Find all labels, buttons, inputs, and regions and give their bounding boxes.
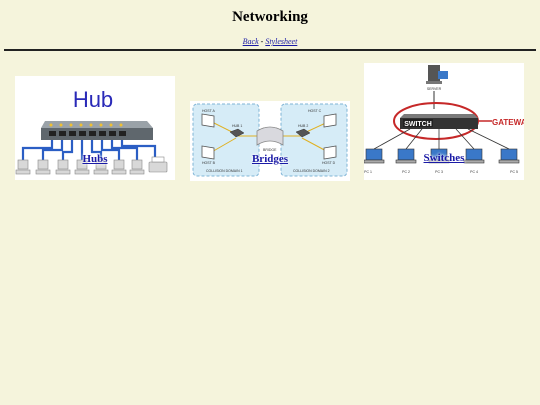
svg-text:COLLISION DOMAIN 1: COLLISION DOMAIN 1 bbox=[206, 169, 243, 173]
hub-device-icon bbox=[41, 121, 153, 140]
server-icon bbox=[426, 65, 448, 84]
hub-cables bbox=[21, 140, 157, 160]
svg-text:GATEWA: GATEWA bbox=[492, 118, 524, 127]
svg-text:PC 2: PC 2 bbox=[402, 170, 410, 174]
svg-text:SWITCH: SWITCH bbox=[404, 121, 432, 128]
svg-text:HUB 2: HUB 2 bbox=[298, 124, 308, 128]
svg-text:HOST C: HOST C bbox=[308, 109, 322, 113]
hub-device-icon bbox=[229, 128, 245, 138]
switch-image: SERVER GATEWA SWITCH PC 1 PC 2 PC 3 PC bbox=[364, 65, 524, 174]
hub-device-icon bbox=[295, 128, 311, 138]
bridges-link[interactable]: Bridges bbox=[251, 153, 289, 165]
computer-icon bbox=[55, 159, 71, 175]
svg-text:PC 5: PC 5 bbox=[510, 170, 518, 174]
horizontal-rule bbox=[4, 49, 536, 51]
svg-text:HUB 1: HUB 1 bbox=[232, 124, 242, 128]
svg-text:PC 4: PC 4 bbox=[470, 170, 478, 174]
computer-icon bbox=[35, 159, 51, 175]
hub-image: Hub bbox=[15, 87, 168, 175]
computer-icon bbox=[129, 159, 145, 175]
svg-text:HOST B: HOST B bbox=[202, 161, 216, 165]
computer-icon bbox=[74, 159, 90, 175]
computer-icon bbox=[463, 148, 485, 164]
computer-icon bbox=[93, 159, 109, 175]
monitor-icon bbox=[323, 145, 337, 160]
hubs-link[interactable]: Hubs bbox=[82, 153, 108, 165]
switch-device-icon: SWITCH bbox=[400, 114, 478, 129]
computer-icon bbox=[395, 148, 417, 164]
printer-icon bbox=[148, 156, 168, 173]
switches-link[interactable]: Switches bbox=[423, 152, 465, 164]
svg-text:PC 3: PC 3 bbox=[435, 170, 443, 174]
computer-icon bbox=[428, 148, 450, 164]
svg-text:PC 1: PC 1 bbox=[364, 170, 372, 174]
computer-icon bbox=[364, 148, 385, 164]
back-link[interactable]: Back bbox=[242, 37, 259, 46]
svg-text:BRIDGE: BRIDGE bbox=[263, 148, 277, 152]
nav-separator: - bbox=[258, 37, 266, 46]
nav-links: Back - Stylesheet bbox=[0, 37, 540, 46]
switches-card[interactable]: SERVER GATEWA SWITCH PC 1 PC 2 PC 3 PC bbox=[364, 63, 524, 180]
collision-domain-2 bbox=[280, 103, 348, 177]
computer-icon bbox=[111, 159, 127, 175]
monitor-icon bbox=[201, 145, 215, 160]
bridges-card[interactable]: HOST A HOST B HOST C HOST D HUB 1 HUB 2 … bbox=[190, 101, 350, 181]
page-title: Networking bbox=[232, 9, 308, 25]
svg-text:HOST A: HOST A bbox=[202, 109, 215, 113]
computer-icon bbox=[15, 159, 31, 175]
hubs-card[interactable]: Hub bbox=[15, 76, 175, 180]
monitor-icon bbox=[201, 113, 215, 128]
monitor-icon bbox=[323, 113, 337, 128]
bridge-icon bbox=[256, 126, 284, 146]
bridge-image: HOST A HOST B HOST C HOST D HUB 1 HUB 2 … bbox=[192, 103, 348, 177]
svg-text:SERVER: SERVER bbox=[427, 87, 442, 91]
stylesheet-link[interactable]: Stylesheet bbox=[265, 37, 298, 46]
computer-icon bbox=[498, 148, 520, 164]
hub-image-heading: Hub bbox=[73, 87, 113, 112]
svg-text:COLLISION DOMAIN 2: COLLISION DOMAIN 2 bbox=[293, 169, 330, 173]
svg-text:HOST D: HOST D bbox=[322, 161, 336, 165]
